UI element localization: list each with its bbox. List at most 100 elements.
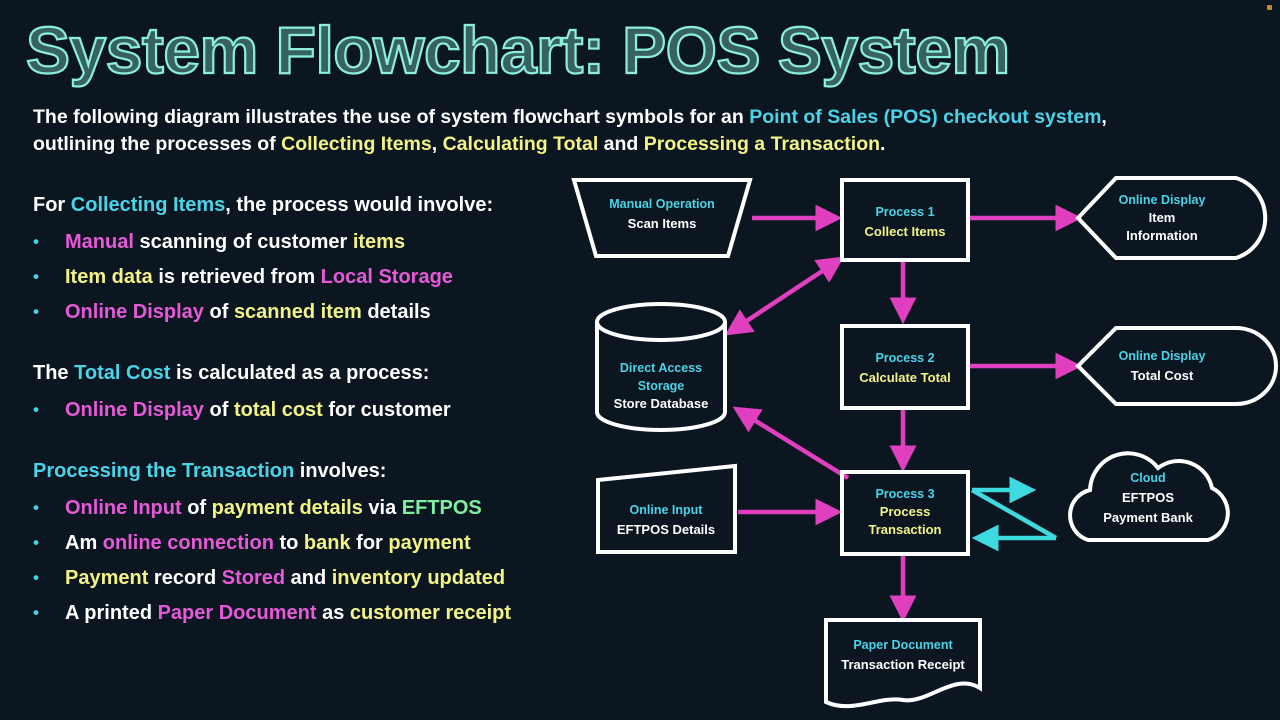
paper-document-name-label: Transaction Receipt [841, 657, 965, 672]
bullet-2-3-run-0: A printed [65, 602, 158, 624]
bullet-0-1-run-0: Item data [65, 266, 153, 288]
edge-process3-to-database [732, 406, 850, 480]
intro-line-1-run-0: The following diagram illustrates the us… [33, 106, 750, 128]
process-3-type-label: Process 3 [875, 487, 934, 501]
intro-line-2-run-6: . [880, 133, 886, 155]
section-heading-1-run-0: The [33, 362, 75, 384]
bullet-0-0-run-1: scanning of customer [133, 231, 353, 253]
process-3-name-label-1: Process [880, 504, 931, 519]
bullet-2-1-run-1: online connection [102, 532, 274, 554]
online-input-type-label: Online Input [630, 503, 704, 517]
section-heading-1-run-1: Total Cost [74, 362, 171, 384]
bullet-0-2-run-1: of [203, 301, 234, 323]
section-heading-1: The Total Cost is calculated as a proces… [33, 360, 573, 386]
edge-process1-to-database [724, 256, 845, 336]
bullet-dot-icon: • [33, 302, 39, 321]
bullet-text-2-0: Online Input of payment details via EFTP… [65, 495, 482, 521]
node-cloud-eftpos-bank[interactable]: Cloud EFTPOS Payment Bank [1068, 451, 1230, 542]
bullet-item-1-0: • Online Display of total cost for custom… [33, 397, 573, 423]
bullet-item-0-1: •Item data is retrieved from Local Stora… [33, 264, 573, 290]
bullet-text-0-0: Manual scanning of customer items [65, 229, 405, 255]
node-process-2[interactable]: Process 2 Calculate Total [840, 324, 970, 410]
process-3-name-label-2: Transaction [869, 522, 942, 537]
node-direct-access-storage[interactable]: Direct Access Storage Store Database [595, 302, 727, 432]
bullet-2-3-run-1: Paper Document [157, 602, 317, 624]
corner-artifact-dot [1267, 5, 1272, 10]
process-2-type-label: Process 2 [875, 351, 934, 365]
node-paper-document[interactable]: Paper Document Transaction Receipt [824, 618, 982, 709]
bullet-item-0-0: • Manual scanning of customer items [33, 229, 573, 255]
node-online-display-total-cost[interactable]: Online Display Total Cost [1075, 326, 1278, 406]
bullet-2-0-run-3: via [362, 497, 402, 519]
bullet-text-0-1: Item data is retrieved from Local Storag… [65, 264, 453, 290]
display-item-type-label: Online Display [1119, 193, 1206, 207]
bullet-0-1-run-1: is retrieved from [152, 266, 321, 288]
intro-line-2-run-5: Processing a Transaction [643, 133, 881, 155]
intro-line-2-run-2: , [431, 133, 443, 155]
node-online-input[interactable]: Online Input EFTPOS Details [596, 463, 737, 554]
bullet-2-1-run-0: Am [65, 532, 103, 554]
bullet-item-2-2: •Payment record Stored and inventory upd… [33, 565, 573, 591]
manual-operation-name-label: Scan Items [628, 216, 697, 231]
flowchart-diagram: Manual Operation Scan Items Process 1 Co… [560, 160, 1280, 720]
intro-line-1-run-2: , [1101, 106, 1107, 128]
bullet-2-0-run-0: Online Input [65, 497, 182, 519]
bullet-text-2-3: A printed Paper Document as customer rec… [65, 600, 511, 626]
display-item-name-label-1: Item [1149, 210, 1176, 225]
bullet-2-0-run-4: EFTPOS [401, 497, 482, 519]
section-heading-0-run-2: , the process would involve: [225, 194, 494, 216]
intro-line-2-run-4: and [598, 133, 644, 155]
node-process-3[interactable]: Process 3 Process Transaction [840, 470, 970, 556]
bullet-0-1-run-2: Local Storage [320, 266, 453, 288]
section-heading-0-run-0: For [33, 194, 71, 216]
bullet-item-2-0: • Online Input of payment details via EFT… [33, 495, 573, 521]
node-manual-operation[interactable]: Manual Operation Scan Items [571, 178, 753, 258]
bullet-text-1-0: Online Display of total cost for custome… [65, 397, 451, 423]
node-online-display-item[interactable]: Online Display Item Information [1075, 176, 1268, 260]
bullet-dot-icon: • [33, 498, 39, 517]
cloud-name-label-2: Payment Bank [1103, 510, 1193, 525]
section-heading-1-run-2: is calculated as a process: [170, 362, 430, 384]
cloud-type-label: Cloud [1130, 471, 1165, 485]
intro-line-2-run-3: Calculating Total [442, 133, 599, 155]
edge-process3-to-cloud [970, 476, 1058, 540]
bullet-0-2-run-2: scanned item [233, 301, 362, 323]
bullet-2-1-run-5: payment [388, 532, 471, 554]
section-heading-0-run-1: Collecting Items [70, 194, 226, 216]
database-type-label-1: Direct Access [620, 361, 702, 375]
bullet-2-1-run-4: for [350, 532, 389, 554]
bullet-2-0-run-2: payment details [211, 497, 363, 519]
bullet-1-0-run-2: total cost [233, 399, 323, 421]
display-item-name-label-2: Information [1126, 228, 1198, 243]
bullet-1-0-run-0: Online Display [65, 399, 204, 421]
bullet-dot-icon: • [33, 400, 39, 419]
bullet-2-1-run-2: to [273, 532, 304, 554]
intro-line-2-run-0: outlining the processes of [33, 133, 282, 155]
section-heading-2: Processing the Transaction involves: [33, 458, 573, 484]
bullet-2-2-run-3: and [285, 567, 332, 589]
node-process-1[interactable]: Process 1 Collect Items [840, 178, 970, 262]
bullet-item-0-2: • Online Display of scanned item details [33, 299, 573, 325]
bullet-2-2-run-2: Stored [221, 567, 286, 589]
bullet-dot-icon: • [33, 232, 39, 251]
display-total-type-label: Online Display [1119, 349, 1206, 363]
bullet-dot-icon: • [33, 603, 39, 622]
database-name-label: Store Database [614, 396, 709, 411]
bullet-dot-icon: • [33, 568, 39, 587]
cloud-name-label-1: EFTPOS [1122, 490, 1174, 505]
process-1-name-label: Collect Items [865, 224, 946, 239]
intro-line-2: outlining the processes of Collecting It… [33, 131, 1233, 158]
section-heading-0: For Collecting Items, the process would … [33, 192, 573, 218]
bullet-1-0-run-3: for customer [322, 399, 451, 421]
bullet-text-2-1: Am online connection to bank for payment [65, 530, 471, 556]
left-text-column: For Collecting Items, the process would … [33, 192, 573, 635]
section-spacer [33, 334, 573, 360]
bullet-0-0-run-0: Manual [65, 231, 134, 253]
bullet-dot-icon: • [33, 533, 39, 552]
bullet-2-1-run-3: bank [303, 532, 351, 554]
section-heading-2-run-1: involves: [294, 460, 387, 482]
bullet-2-2-run-0: Payment [65, 567, 149, 589]
bullet-text-0-2: Online Display of scanned item details [65, 299, 431, 325]
bullet-1-0-run-1: of [203, 399, 234, 421]
